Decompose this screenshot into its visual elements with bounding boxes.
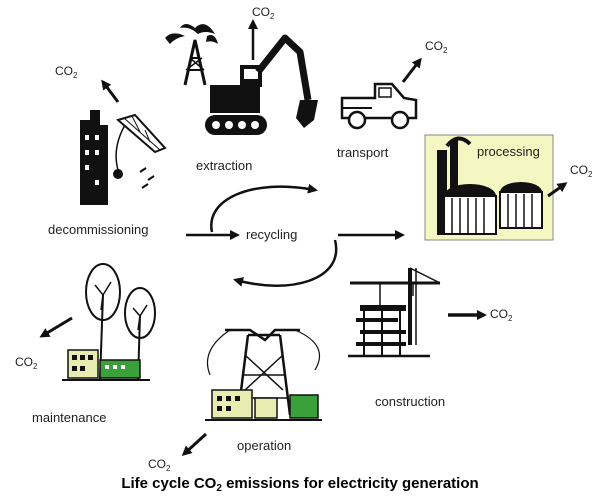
wind-turbine-icon [62, 263, 156, 381]
power-pylon-icon [205, 328, 322, 421]
maintenance-label: maintenance [32, 410, 106, 425]
operation-label: operation [237, 438, 291, 453]
processing-co2-label: CO2 [570, 163, 593, 179]
oil-derrick-icon [165, 24, 218, 86]
maintenance-co2-label: CO2 [15, 355, 38, 371]
construction-crane-icon [348, 267, 441, 358]
construction-co2-label: CO2 [490, 307, 513, 323]
operation-emission-arrow [181, 432, 208, 457]
construction-label: construction [375, 394, 445, 409]
decommissioning-co2-label: CO2 [55, 64, 78, 80]
recycling-cycle-arrow-top [210, 183, 318, 233]
transport-label: transport [337, 145, 389, 160]
extraction-co2-label: CO2 [252, 5, 275, 21]
transport-emission-arrow [401, 57, 422, 83]
operation-co2-label: CO2 [148, 457, 171, 473]
maintenance-emission-arrow [39, 316, 73, 338]
decommissioning-label: decommissioning [48, 222, 148, 237]
demolition-crane-icon [80, 110, 167, 205]
transport-co2-label: CO2 [425, 39, 448, 55]
truck-icon [340, 82, 418, 130]
refinery-icon [424, 134, 554, 241]
processing-label: processing [477, 144, 540, 159]
extraction-label: extraction [196, 158, 252, 173]
recycling-cycle-arrow-bottom [233, 239, 338, 287]
recycling-label: recycling [246, 227, 297, 242]
decommissioning-emission-arrow [101, 79, 120, 103]
processing-emission-arrow [547, 182, 568, 198]
excavator-icon [205, 34, 318, 135]
diagram-caption: Life cycle CO2 emissions for electricity… [121, 475, 478, 494]
